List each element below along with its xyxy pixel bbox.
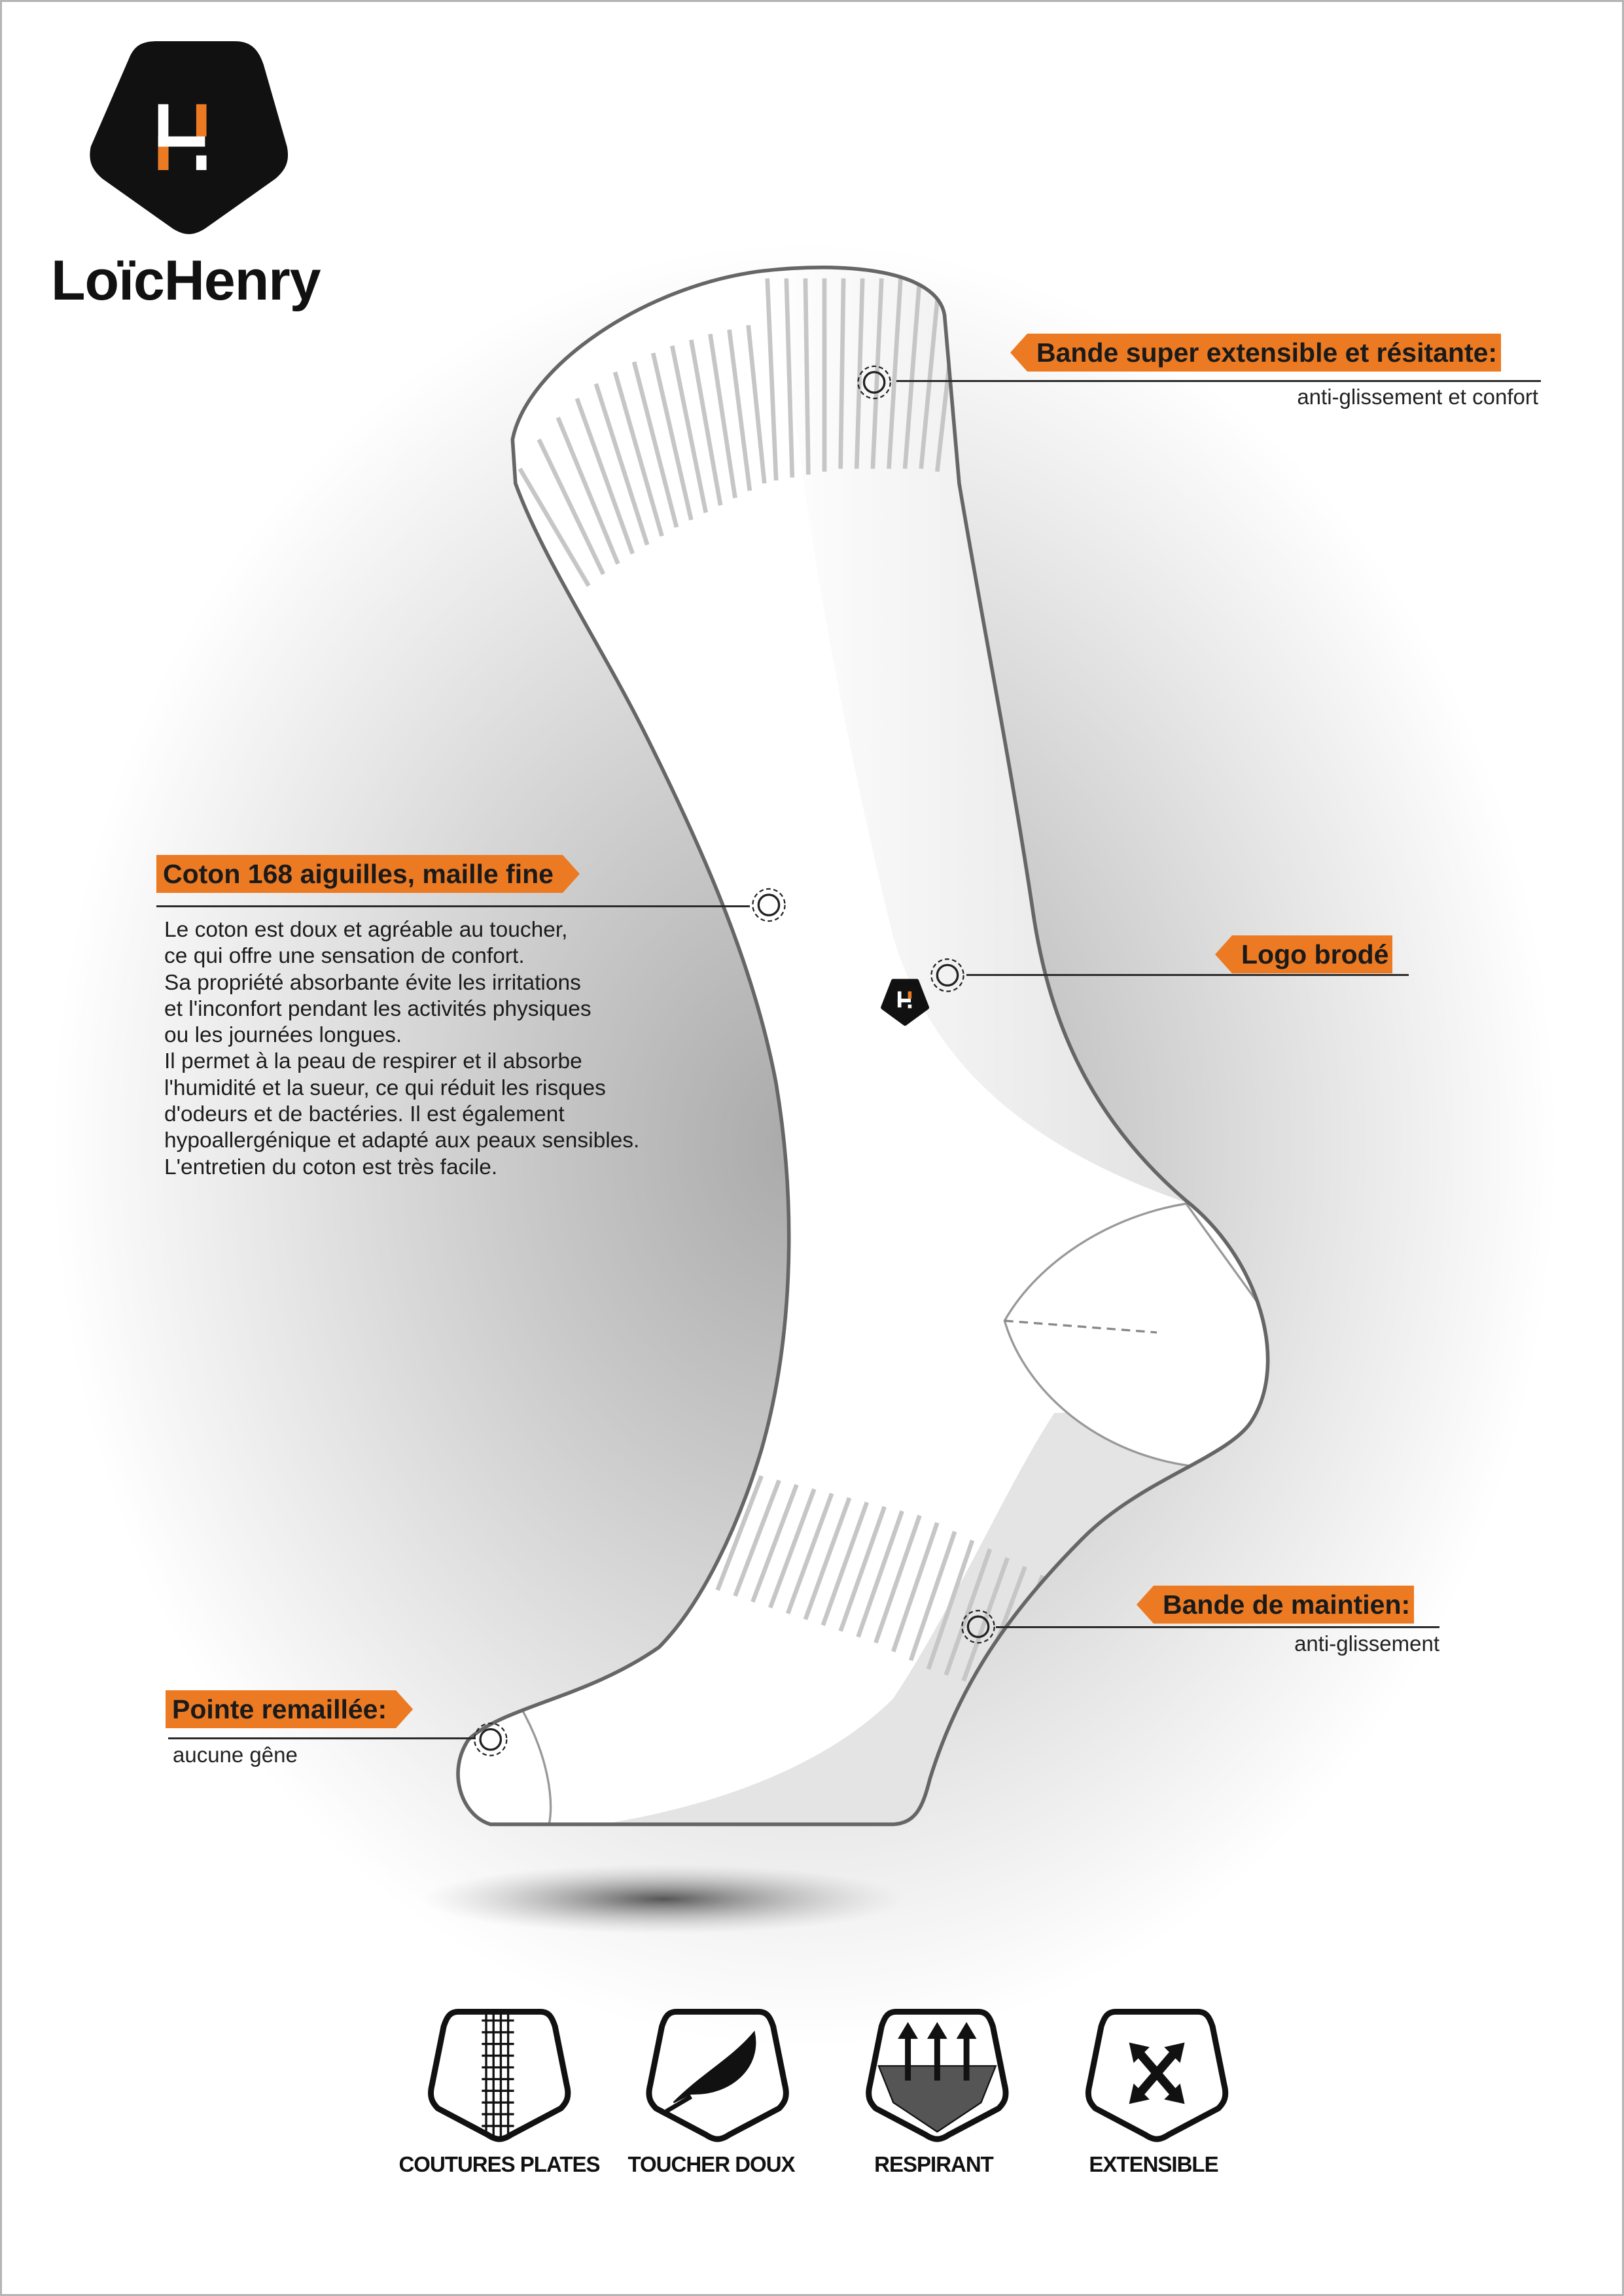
callout-logo-line bbox=[966, 974, 1409, 976]
feature-icons bbox=[428, 2008, 1229, 2142]
description-line: ou les journées longues. bbox=[164, 1023, 402, 1048]
marker-support-icon bbox=[961, 1610, 995, 1644]
description-line: hypoallergénique et adapté aux peaux sen… bbox=[164, 1128, 640, 1153]
description-line: et l'inconfort pendant les activités phy… bbox=[164, 996, 591, 1021]
embroidered-logo-icon bbox=[881, 979, 930, 1026]
description-line: Il permet à la peau de respirer et il ab… bbox=[164, 1049, 582, 1074]
feature-label-breathable: RESPIRANT bbox=[874, 2152, 994, 2176]
callout-cuff-title: Bande super extensible et résitante: bbox=[1010, 334, 1502, 372]
flat-seam-icon bbox=[428, 2008, 571, 2142]
floor-shadow bbox=[421, 1864, 906, 1934]
callout-toe-subtitle: aucune gêne bbox=[173, 1743, 298, 1767]
description-line: Le coton est doux et agréable au toucher… bbox=[164, 918, 568, 942]
marker-logo-icon bbox=[930, 958, 964, 992]
feature-label-soft-touch: TOUCHER DOUX bbox=[627, 2152, 795, 2176]
callout-toe-title: Pointe remaillée: bbox=[166, 1690, 413, 1728]
brand-name: LoïcHenry bbox=[51, 249, 321, 312]
description-line: l'humidité et la sueur, ce qui réduit le… bbox=[164, 1075, 606, 1100]
callout-cuff-subtitle: anti-glissement et confort bbox=[1297, 385, 1538, 409]
callout-cuff-line bbox=[896, 380, 1541, 382]
stretch-icon bbox=[1085, 2008, 1229, 2142]
brand-logo-icon bbox=[90, 41, 289, 234]
callout-support-subtitle: anti-glissement bbox=[1294, 1631, 1439, 1656]
callout-support-line bbox=[996, 1626, 1439, 1628]
breathable-icon bbox=[866, 2008, 1009, 2142]
marker-cotton-icon bbox=[752, 888, 786, 922]
callout-logo-title: Logo brodé bbox=[1215, 935, 1393, 973]
feather-icon bbox=[646, 2008, 789, 2142]
callout-cotton-line bbox=[156, 905, 750, 907]
description-line: L'entretien du coton est très facile. bbox=[164, 1155, 498, 1179]
sock-outline bbox=[456, 266, 1270, 1826]
description-line: Sa propriété absorbante évite les irrita… bbox=[164, 970, 581, 995]
feature-label-flat-seams: COUTURES PLATES bbox=[398, 2152, 600, 2176]
marker-toe-icon bbox=[474, 1722, 508, 1756]
cuff-ribbing bbox=[518, 278, 957, 587]
callout-cotton-description: Le coton est doux et agréable au toucher… bbox=[164, 917, 639, 1181]
callout-cotton-title: Coton 168 aiguilles, maille fine bbox=[156, 855, 580, 893]
callout-support-title: Bande de maintien: bbox=[1137, 1586, 1415, 1624]
callout-markers bbox=[474, 365, 995, 1756]
description-line: d'odeurs et de bactéries. Il est égaleme… bbox=[164, 1102, 565, 1127]
description-line: ce qui offre une sensation de confort. bbox=[164, 944, 525, 969]
callout-toe-line bbox=[168, 1737, 476, 1739]
marker-cuff-icon bbox=[857, 365, 891, 400]
toe-seam bbox=[519, 1705, 552, 1824]
feature-label-stretch: EXTENSIBLE bbox=[1089, 2152, 1218, 2176]
